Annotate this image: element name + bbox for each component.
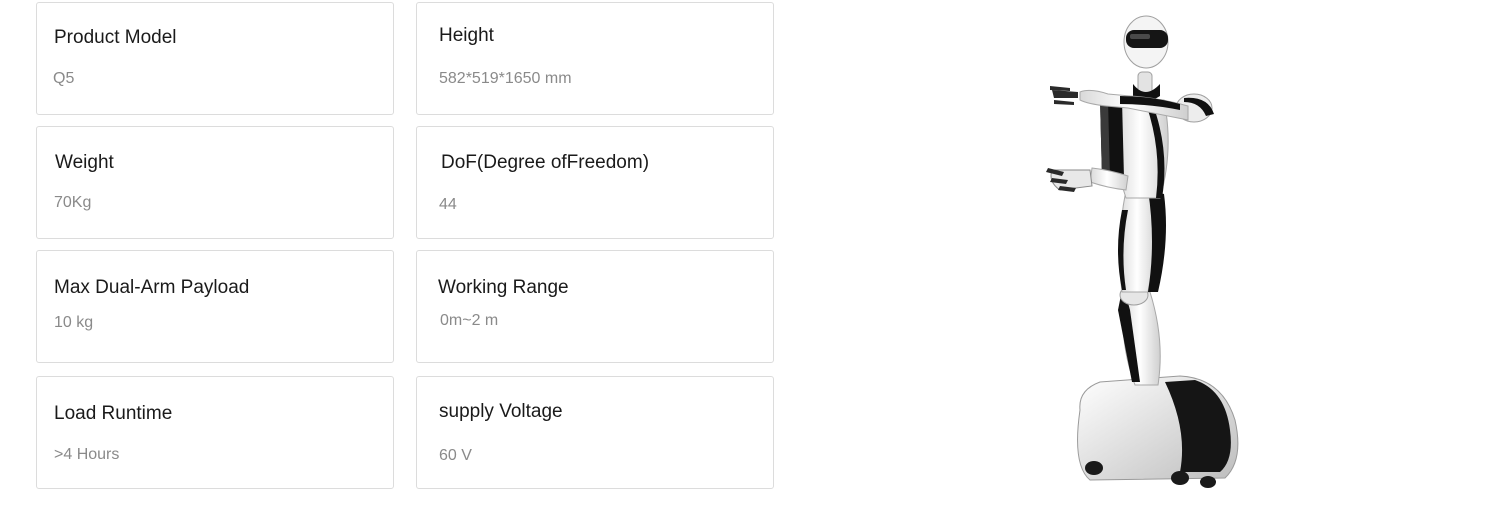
spec-label: Load Runtime [54, 403, 173, 424]
spec-value: 60 V [439, 447, 472, 464]
spec-value: 0m~2 m [440, 312, 499, 329]
spec-value: 582*519*1650 mm [439, 70, 572, 87]
spec-label: supply Voltage [439, 401, 563, 422]
spec-value: >4 Hours [54, 446, 120, 463]
robot-image [1046, 15, 1239, 488]
spec-value: 70Kg [54, 194, 92, 211]
spec-label: Working Range [438, 277, 569, 298]
spec-card-product-model: Product Model Q5 [36, 2, 394, 115]
spec-value: Q5 [53, 70, 75, 87]
spec-label: Product Model [54, 27, 177, 48]
spec-card-dof: DoF(Degree ofFreedom) 44 [416, 126, 774, 239]
spec-label: DoF(Degree ofFreedom) [441, 152, 650, 173]
spec-label: Max Dual-Arm Payload [54, 277, 250, 298]
spec-label: Weight [55, 152, 114, 173]
spec-card-max-payload: Max Dual-Arm Payload 10 kg [36, 250, 394, 363]
spec-card-height: Height 582*519*1650 mm [416, 2, 774, 115]
spec-card-load-runtime: Load Runtime >4 Hours [36, 376, 394, 489]
spec-card-supply-voltage: supply Voltage 60 V [416, 376, 774, 489]
spec-label: Height [439, 25, 494, 46]
spec-value: 44 [439, 196, 457, 213]
spec-value: 10 kg [54, 314, 94, 331]
spec-card-working-range: Working Range 0m~2 m [416, 250, 774, 363]
spec-card-weight: Weight 70Kg [36, 126, 394, 239]
